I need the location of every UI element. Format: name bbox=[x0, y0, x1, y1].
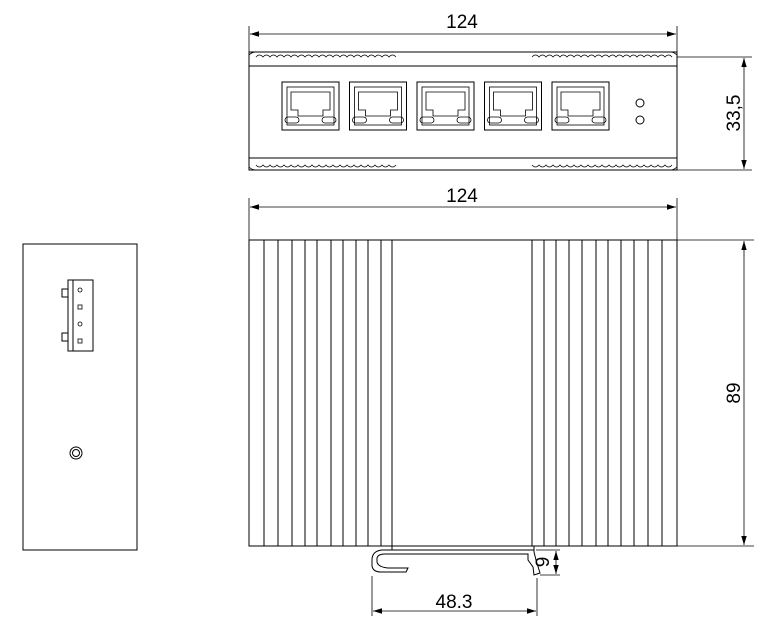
front-housing-outline bbox=[248, 239, 678, 547]
rj45-port bbox=[416, 81, 475, 131]
rj45-port bbox=[349, 81, 407, 131]
top-height-dimension: 33,5 bbox=[677, 56, 752, 171]
front-width-dimension: 124 bbox=[248, 186, 678, 240]
ground-screw bbox=[69, 446, 83, 460]
side-housing-outline bbox=[22, 243, 138, 551]
front-width-label: 124 bbox=[446, 186, 478, 207]
rj45-port bbox=[551, 81, 610, 131]
front-view: 124 89 9 48.3 bbox=[248, 186, 754, 616]
led-indicator-1 bbox=[635, 98, 645, 108]
side-view bbox=[22, 243, 138, 551]
top-housing-outline bbox=[248, 51, 678, 171]
rail-height-label: 9 bbox=[533, 557, 554, 568]
led-indicator-2 bbox=[635, 115, 645, 125]
rail-width-label: 48.3 bbox=[436, 592, 473, 613]
top-view: 124 33,5 bbox=[248, 12, 752, 171]
rj45-port-group bbox=[281, 81, 610, 131]
cooling-fins bbox=[263, 240, 663, 546]
fin-wave-edges bbox=[248, 51, 678, 171]
rail-height-dimension: 9 bbox=[533, 549, 560, 576]
front-height-label: 89 bbox=[724, 382, 745, 403]
top-height-label: 33,5 bbox=[724, 95, 745, 132]
front-height-dimension: 89 bbox=[677, 239, 754, 547]
rj45-port bbox=[281, 81, 340, 131]
top-width-label: 124 bbox=[446, 12, 478, 33]
power-terminal-block bbox=[61, 279, 94, 352]
top-width-dimension: 124 bbox=[248, 12, 678, 52]
din-rail-clip bbox=[371, 546, 541, 576]
rj45-port bbox=[484, 81, 542, 131]
rail-width-dimension: 48.3 bbox=[371, 576, 538, 616]
